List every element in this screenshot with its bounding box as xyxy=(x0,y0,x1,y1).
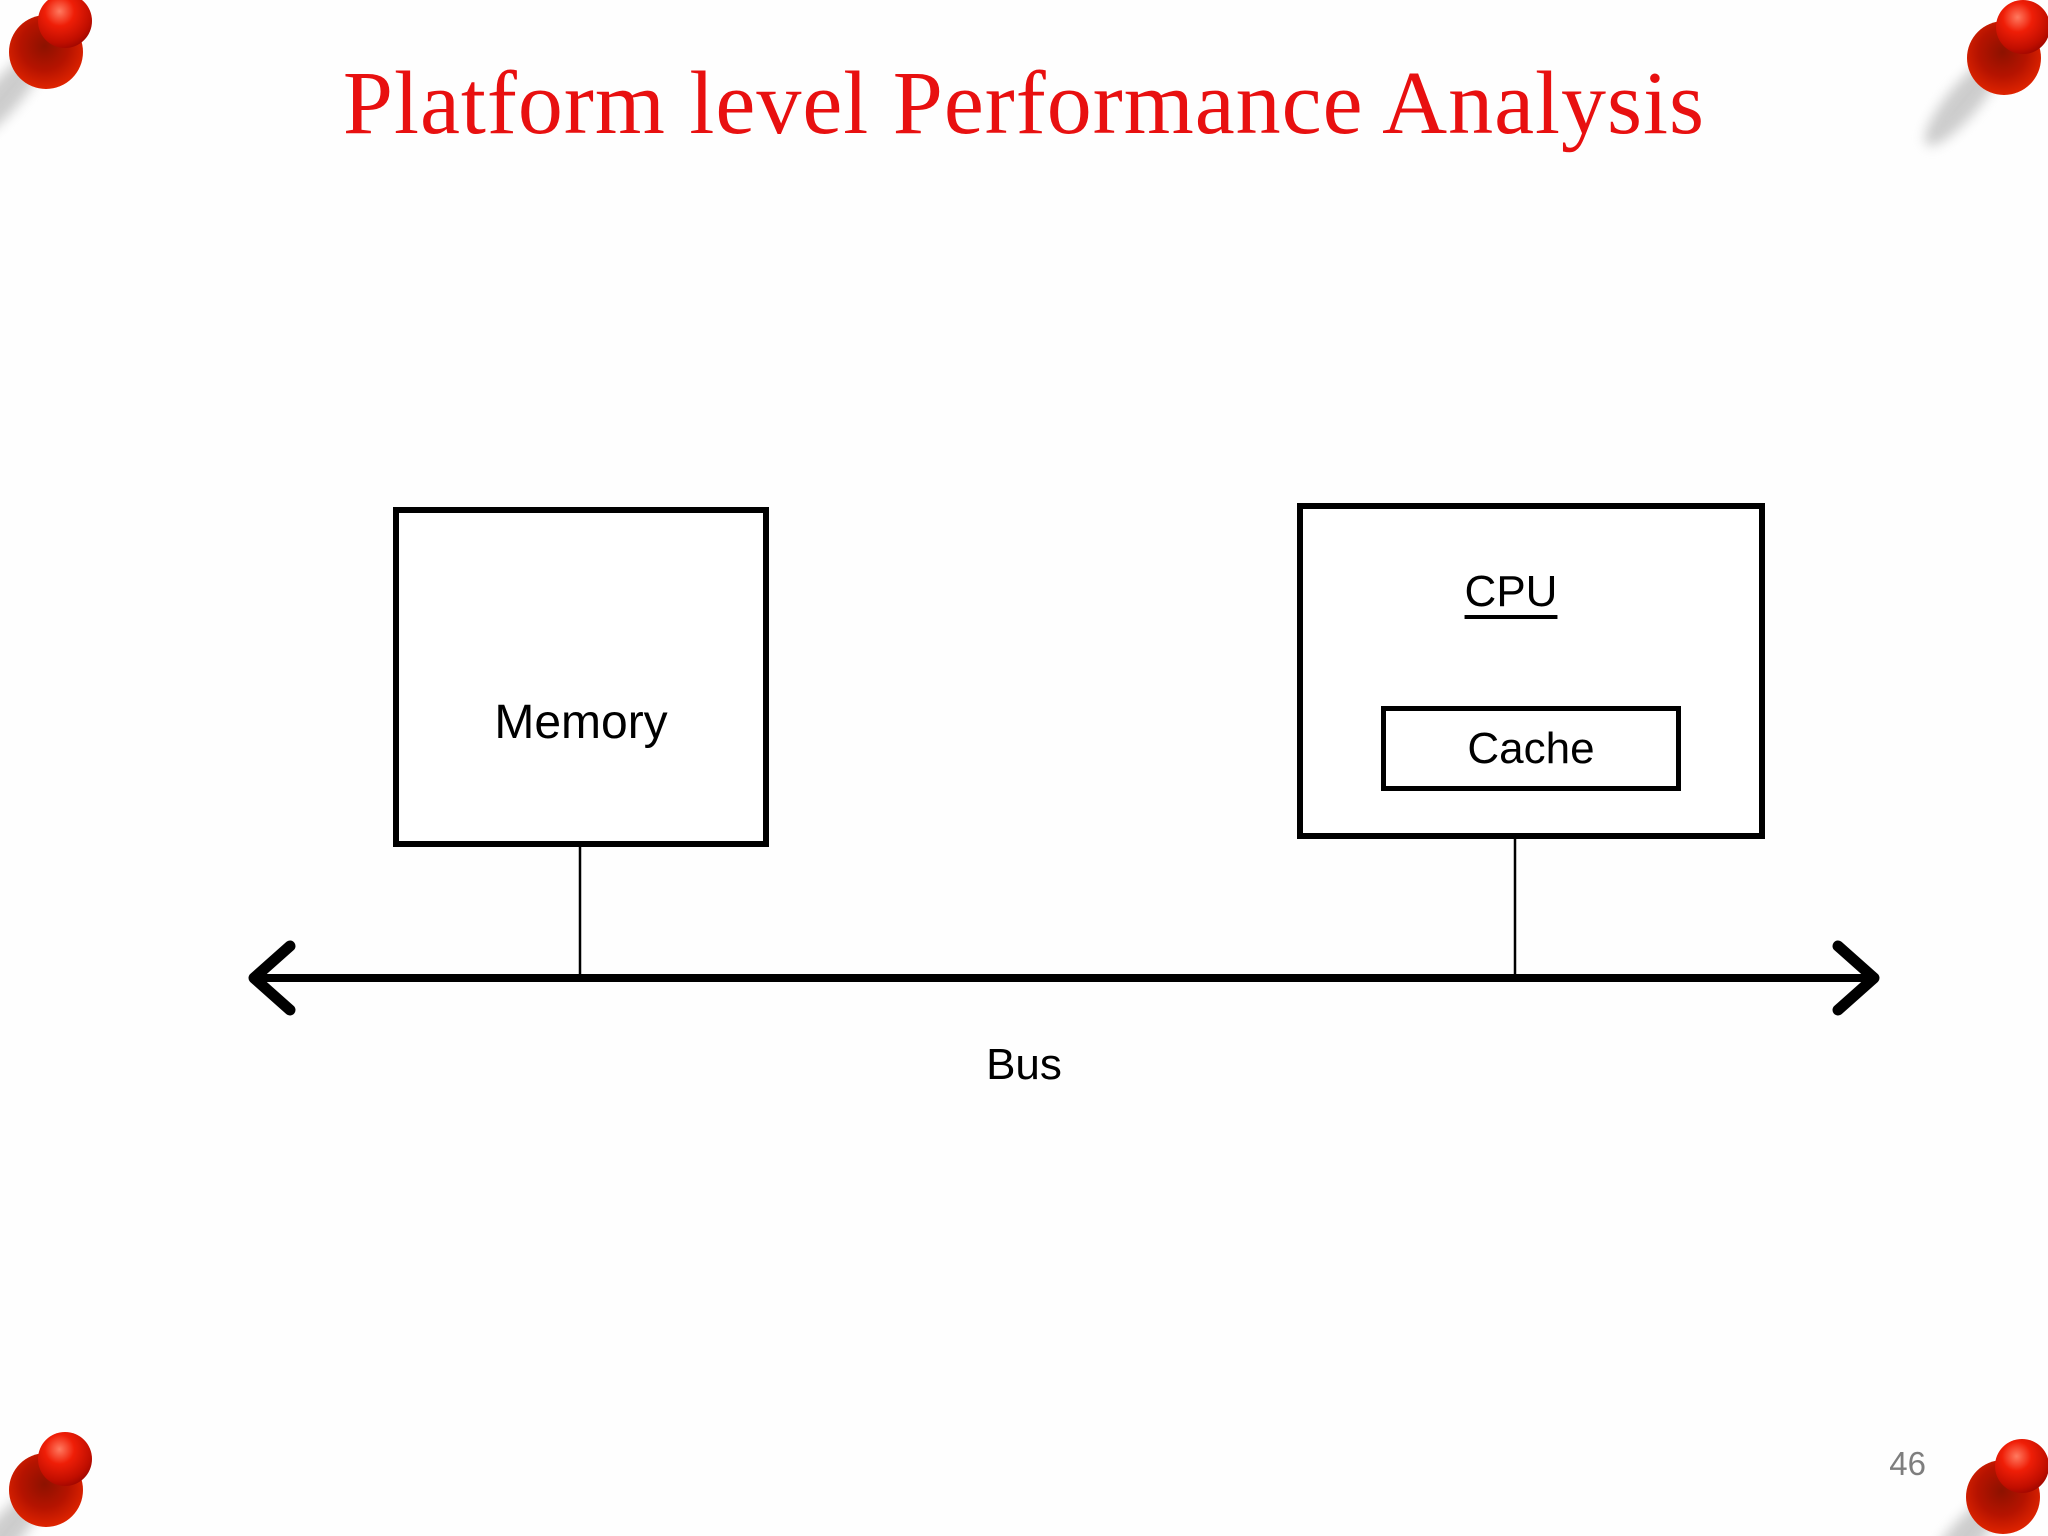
memory-label: Memory xyxy=(494,696,668,749)
pushpin-icon-bottom-left xyxy=(0,1432,92,1536)
bus-label: Bus xyxy=(986,1040,1062,1089)
cpu-box: CPU Cache xyxy=(1297,503,1765,839)
slide-title: Platform level Performance Analysis xyxy=(342,54,1706,153)
bus-arrowhead-right xyxy=(1832,940,1880,1016)
cache-box: Cache xyxy=(1381,706,1681,791)
page-number: 46 xyxy=(1889,1445,1926,1482)
cpu-label: CPU xyxy=(1464,567,1558,616)
pushpin-icon-bottom-right xyxy=(1913,1439,2048,1536)
cache-label: Cache xyxy=(1467,723,1595,773)
memory-box: Memory xyxy=(393,507,769,847)
bus-arrowhead-left xyxy=(248,940,296,1016)
